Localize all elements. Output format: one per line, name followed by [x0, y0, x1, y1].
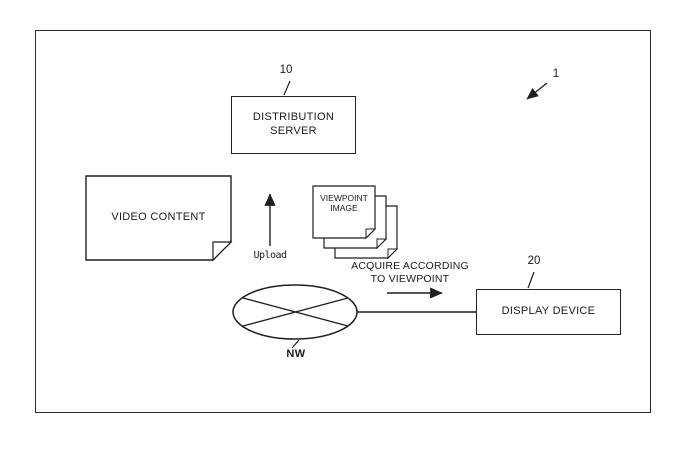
- video-content-folded-corner: [212, 241, 233, 262]
- ref-1: 1: [552, 68, 560, 80]
- viewpoint-image-label-line1: VIEWPOINT: [320, 193, 368, 203]
- display-device-box: DISPLAY DEVICE: [476, 289, 621, 335]
- distribution-server-label-line1: DISTRIBUTION: [252, 111, 335, 124]
- nw-tick: [291, 339, 300, 349]
- ref-20: 20: [527, 255, 541, 267]
- ref-1-arrow: [526, 82, 548, 100]
- video-content-label: VIDEO CONTENT: [111, 211, 206, 223]
- ref-10-tick: [283, 80, 291, 96]
- ref-20-tick: [527, 271, 535, 289]
- acquire-label-line2: TO VIEWPOINT: [370, 272, 450, 285]
- network-cross-line-2: [242, 297, 349, 327]
- distribution-server-box: DISTRIBUTION SERVER: [231, 96, 356, 154]
- distribution-server-label-line2: SERVER: [270, 125, 317, 137]
- viewpoint-image-label: VIEWPOINT IMAGE: [313, 193, 375, 214]
- acquire-label-line1: ACQUIRE ACCORDING: [351, 260, 469, 272]
- acquire-label: ACQUIRE ACCORDING TO VIEWPOINT: [340, 260, 480, 285]
- viewpoint-sheet-front-fold: [365, 228, 377, 240]
- viewpoint-sheet-back-fold: [387, 248, 399, 260]
- upload-label: Upload: [253, 250, 287, 261]
- display-device-label: DISPLAY DEVICE: [501, 305, 596, 318]
- viewpoint-image-label-line2: IMAGE: [330, 202, 358, 213]
- viewpoint-sheet-middle-fold: [376, 238, 388, 250]
- ref-10: 10: [279, 64, 293, 76]
- network-label: NW: [286, 348, 306, 360]
- viewpoint-image-stack: [312, 185, 399, 260]
